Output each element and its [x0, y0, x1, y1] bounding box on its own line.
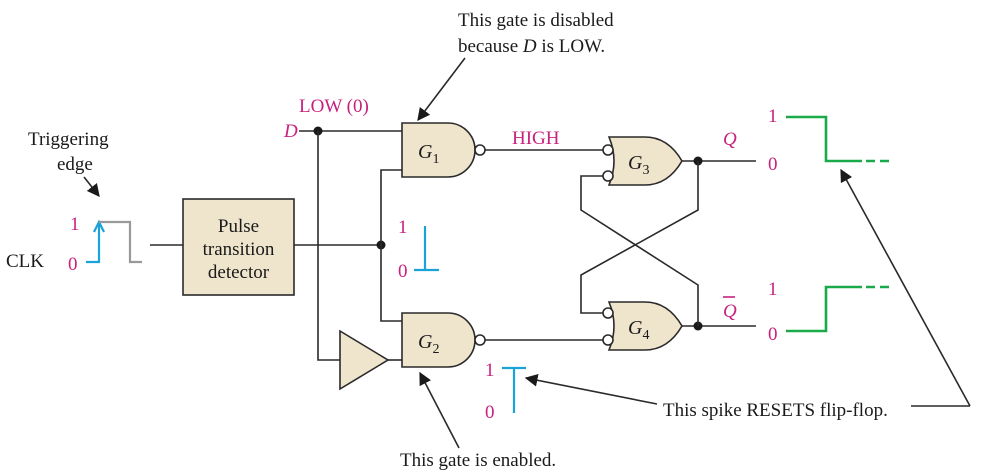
clk-level-0: 0: [68, 254, 78, 275]
gate-g1: [401, 122, 476, 178]
gate-g2-label: G2: [418, 331, 439, 357]
detector-label-line2: transition: [203, 239, 275, 260]
clk-pulse-wave: [99, 220, 142, 264]
wire-clk-to-gates: [380, 169, 402, 322]
q-waveform: [786, 115, 862, 163]
spike-g2-output: [502, 366, 526, 413]
gate-g2: [401, 312, 476, 368]
gate-g4-bubble-b: [602, 334, 614, 346]
gate-g3: [607, 136, 683, 186]
gate-g1-bubble: [474, 144, 486, 156]
detector-label-line1: Pulse: [218, 216, 259, 237]
enabled-annotation: This gate is enabled.: [400, 450, 556, 471]
gate-g3-bubble-b: [602, 170, 614, 182]
spike-resets-annotation: This spike RESETS flip-flop.: [663, 400, 888, 421]
triggering-arrow: [83, 176, 100, 198]
spike-clk-junction: [414, 226, 439, 272]
q-label: Q: [723, 129, 737, 150]
gate-g3-label: G3: [628, 152, 649, 178]
triggering-annotation-line2: edge: [57, 154, 93, 175]
gate-g3-bubble-a: [602, 144, 614, 156]
spike1-level-0: 0: [398, 261, 408, 282]
disabled-annotation-line2: because D is LOW.: [458, 36, 605, 57]
detector-label-line3: detector: [208, 262, 270, 283]
gate-g4: [607, 301, 683, 351]
wire-qbar-feedback-to-g3: [580, 175, 699, 326]
clk-level-1: 1: [70, 214, 80, 235]
clk-rising-edge: [86, 222, 101, 264]
gate-g2-bubble: [474, 334, 486, 346]
enabled-arrow: [419, 371, 460, 449]
q-level-0: 0: [768, 154, 778, 175]
triggering-annotation-line1: Triggering: [28, 129, 109, 150]
spike2-level-1: 1: [485, 360, 495, 381]
gate-g4-label: G4: [628, 317, 649, 343]
pulse-transition-detector: [182, 198, 295, 296]
wire-q-feedback-to-g4: [580, 161, 699, 314]
gate-g4-bubble-a: [602, 307, 614, 319]
spike2-level-0: 0: [485, 402, 495, 423]
inverter-buffer: [339, 329, 390, 391]
qbar-level-0: 0: [768, 324, 778, 345]
wire-d-to-inverter: [317, 131, 340, 361]
clk-label: CLK: [6, 251, 44, 272]
qbar-waveform: [786, 285, 862, 333]
q-level-1: 1: [768, 106, 778, 127]
spike-arrow-to-q-wave: [840, 168, 971, 407]
qbar-label: Q: [723, 301, 737, 322]
g1-output-high-label: HIGH: [512, 128, 560, 149]
qbar-level-1: 1: [768, 279, 778, 300]
spike1-level-1: 1: [398, 217, 408, 238]
spike-arrow-to-g2-spike: [524, 373, 658, 405]
d-state-label: LOW (0): [299, 96, 369, 117]
disabled-annotation-line1: This gate is disabled: [458, 10, 614, 31]
disabled-arrow: [417, 57, 466, 122]
d-label: D: [283, 121, 298, 142]
gate-g1-label: G1: [418, 141, 439, 167]
